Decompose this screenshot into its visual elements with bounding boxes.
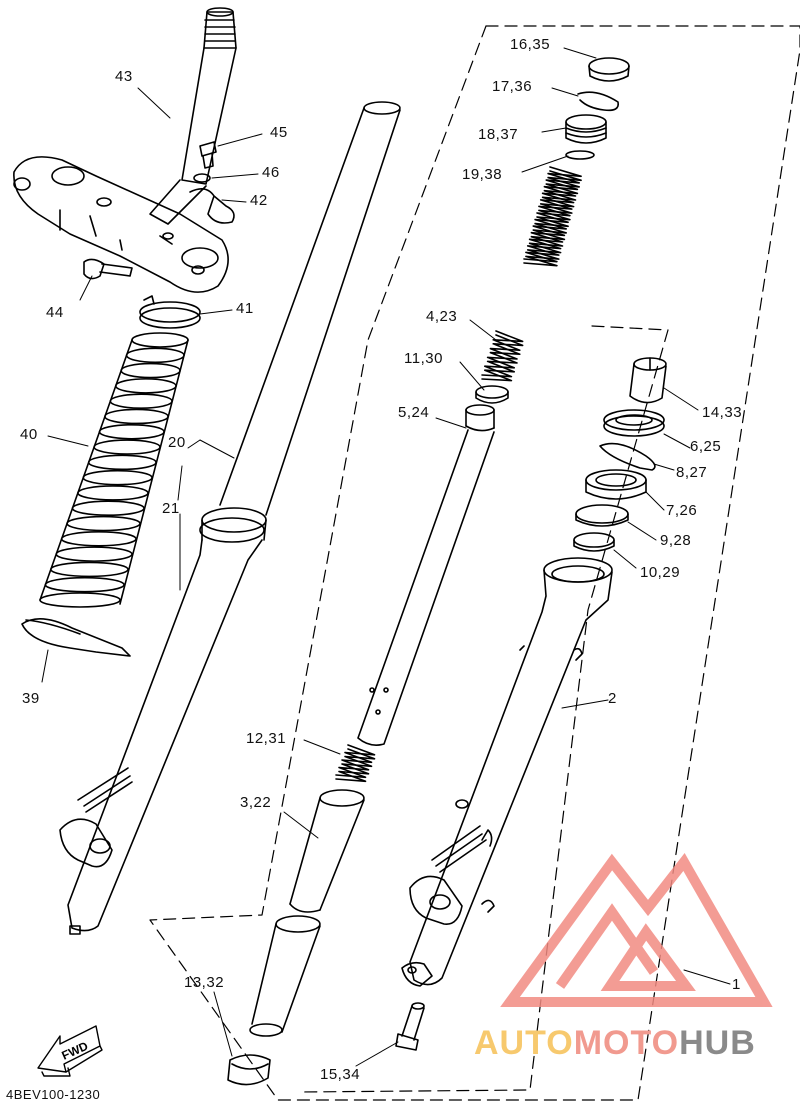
cap-bolt-18	[565, 114, 607, 144]
steering-stem	[149, 7, 237, 225]
callout-2: 2	[608, 690, 617, 707]
callout-6-25: 6,25	[690, 438, 722, 455]
seal-7	[585, 469, 647, 500]
callout-1: 1	[732, 976, 741, 993]
bolt-44	[83, 258, 133, 280]
callout-11-30: 11,30	[404, 350, 443, 367]
callout-16-35: 16,35	[510, 36, 551, 53]
washer-46	[193, 173, 211, 183]
clamp-41	[139, 295, 201, 329]
leader-lines	[41, 47, 731, 1067]
watermark-part-moto: MOTO	[573, 1024, 680, 1062]
watermark-text: AUTOMOTOHUB	[474, 1024, 756, 1063]
callout-20: 20	[168, 434, 186, 451]
left-fork-inner-tube	[219, 101, 401, 516]
bolt-45	[199, 141, 217, 169]
callout-42: 42	[250, 192, 268, 209]
cap-14	[629, 357, 667, 404]
fork-boot-40	[39, 332, 189, 608]
callout-41: 41	[236, 300, 254, 317]
o-ring-19	[565, 150, 595, 160]
right-outer-tube	[401, 557, 613, 987]
tube-3	[289, 789, 365, 913]
callout-12-31: 12,31	[246, 730, 287, 747]
callout-19-38: 19,38	[462, 166, 503, 183]
spring-12	[335, 744, 376, 783]
callout-5-24: 5,24	[398, 404, 430, 421]
callout-10-29: 10,29	[640, 564, 681, 581]
lower-bracket	[13, 156, 229, 293]
cap-16	[588, 57, 630, 82]
callout-13-32: 13,32	[184, 974, 225, 991]
callout-21: 21	[162, 500, 180, 517]
bolt-15	[395, 1002, 425, 1051]
spring-4	[481, 330, 524, 382]
callout-15-34: 15,34	[320, 1066, 361, 1083]
watermark-part-auto: AUTO	[474, 1024, 574, 1062]
callout-45: 45	[270, 124, 288, 141]
fork-spring-main	[523, 166, 582, 267]
callout-9-28: 9,28	[660, 532, 692, 549]
collar-11	[475, 385, 509, 404]
seal-6	[603, 409, 665, 437]
callout-4-23: 4,23	[426, 308, 458, 325]
callout-17-36: 17,36	[492, 78, 533, 95]
fwd-arrow-icon	[37, 1025, 103, 1077]
callout-8-27: 8,27	[676, 464, 708, 481]
watermark-part-hub: HUB	[679, 1024, 756, 1062]
callout-43: 43	[115, 68, 133, 85]
callout-44: 44	[46, 304, 64, 321]
callout-14-33: 14,33	[702, 404, 743, 421]
dashed-group-outline	[149, 25, 800, 1101]
clip-8	[599, 442, 656, 471]
callout-18-37: 18,37	[478, 126, 519, 143]
seal-13	[227, 1054, 271, 1086]
tube-lower	[249, 915, 321, 1037]
damper-rod-5	[357, 404, 495, 746]
callout-39: 39	[22, 690, 40, 707]
left-fork-outer-tube	[59, 507, 267, 935]
callout-7-26: 7,26	[666, 502, 698, 519]
bushing-10	[573, 532, 615, 552]
circlip-17	[577, 91, 620, 112]
dashed-inner-outline	[299, 325, 669, 1093]
callout-46: 46	[262, 164, 280, 181]
clip-42	[189, 188, 235, 224]
band-39	[21, 618, 131, 657]
callout-40: 40	[20, 426, 38, 443]
watermark-logo-icon	[500, 853, 773, 1007]
diagram-code: 4BEV100-1230	[6, 1087, 101, 1102]
callout-3-22: 3,22	[240, 794, 272, 811]
washer-9	[575, 504, 629, 527]
